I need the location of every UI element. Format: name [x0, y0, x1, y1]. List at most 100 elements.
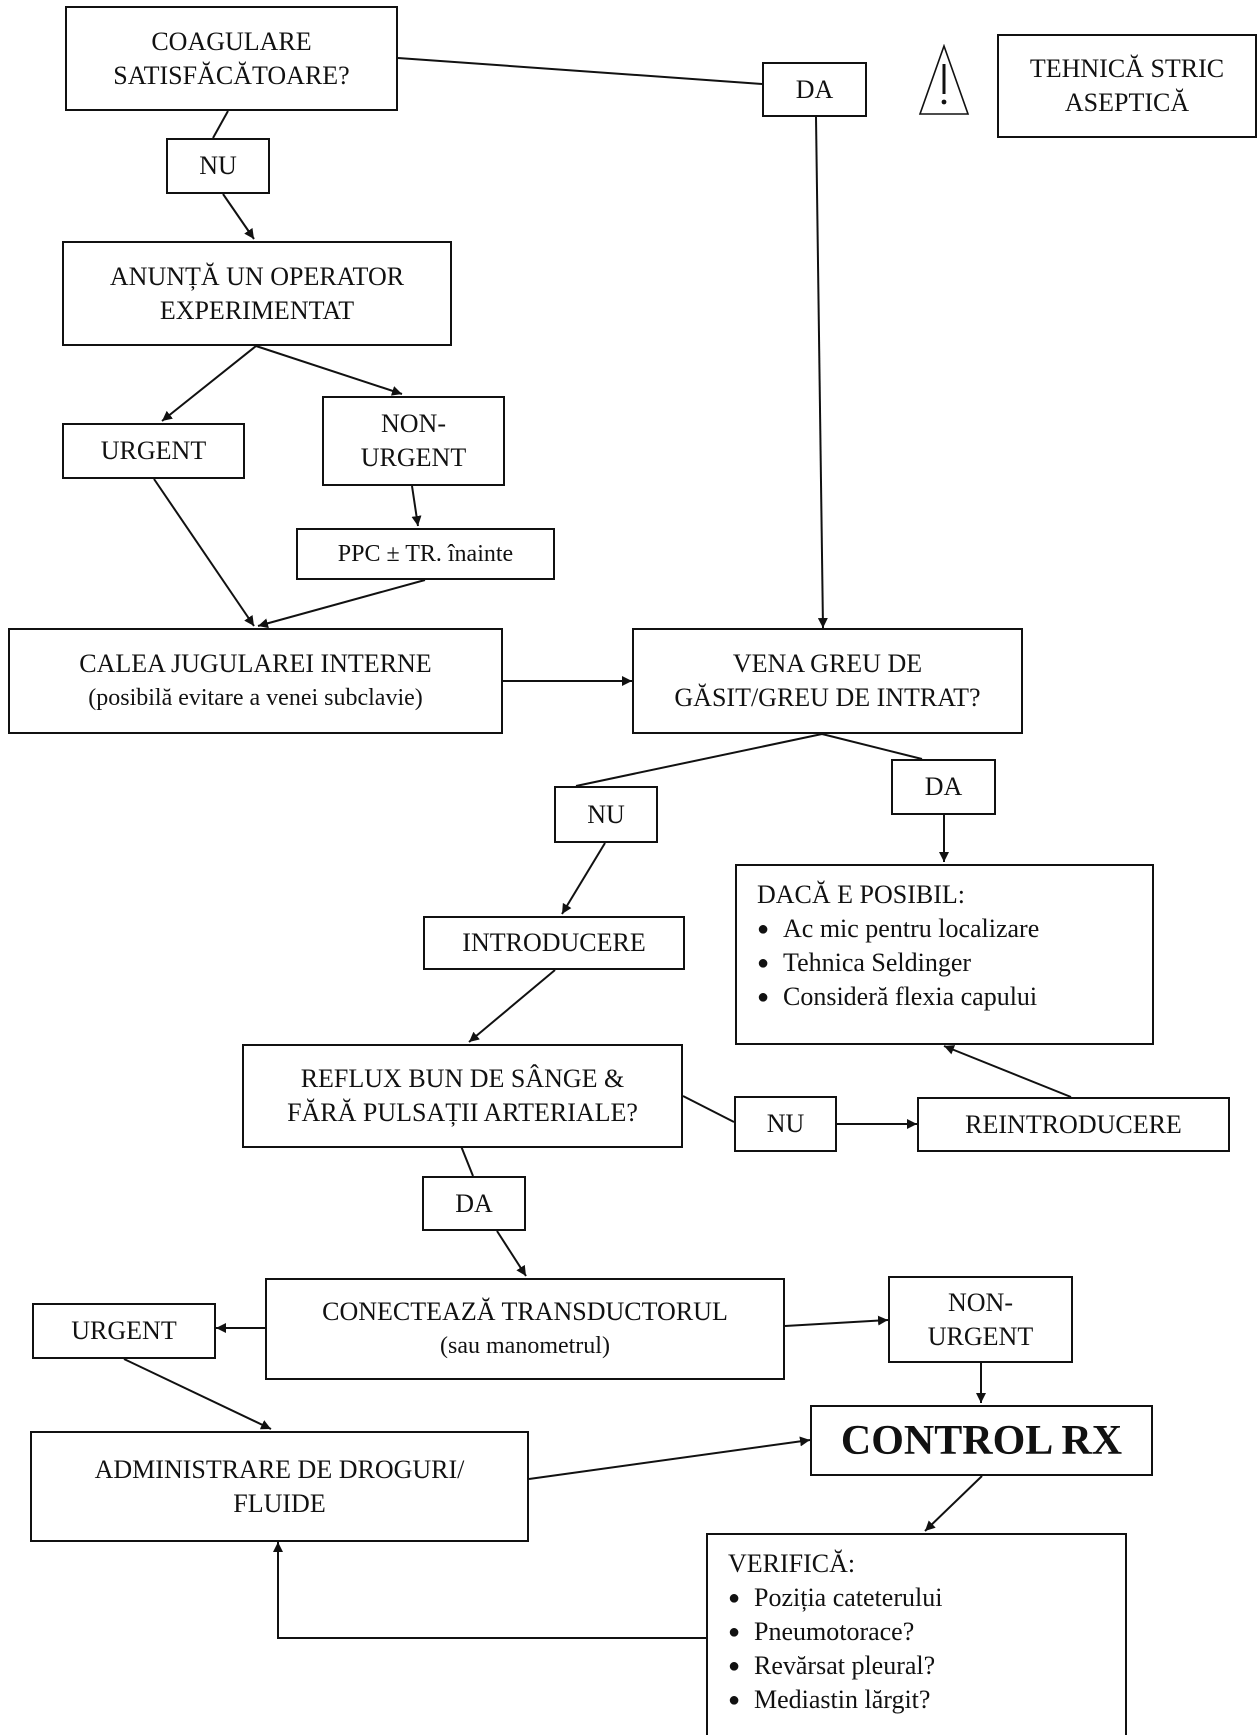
reflux-node: REFLUX BUN DE SÂNGE & FĂRĂ PULSAȚII ARTE…	[242, 1044, 683, 1148]
da-top-node: DA	[762, 62, 867, 117]
reintroducere-node: REINTRODUCERE	[917, 1097, 1230, 1152]
coagulare-node: COAGULARE SATISFĂCĂTOARE?	[65, 6, 398, 111]
bullet-icon: ●	[728, 1621, 741, 1643]
control-rx-node: CONTROL RX	[810, 1405, 1153, 1476]
verifica-item: ● Revărsat pleural?	[728, 1649, 942, 1683]
urgent-1-label: URGENT	[100, 436, 207, 465]
connector-urgent-calea	[153, 478, 255, 627]
conecteaza-node: CONECTEAZĂ TRANSDUCTORUL (sau manometrul…	[265, 1278, 785, 1380]
verifica-item: ● Poziția cateterului	[728, 1581, 942, 1615]
nu-reflux-label: NU	[766, 1109, 805, 1138]
connector-reflux-da	[460, 1145, 474, 1177]
tehnica-line-2: ASEPTICĂ	[1064, 88, 1190, 117]
tehnica-line-1: TEHNICĂ STRIC	[1029, 54, 1225, 83]
connector-nonurgent-ppc	[411, 485, 422, 527]
verifica-item: ●Pneumotorace?	[728, 1615, 942, 1649]
connector-nu-introducere	[561, 842, 606, 915]
connector-anunta-urgent	[161, 345, 257, 422]
warning-triangle-icon	[918, 44, 970, 115]
nu-reflux-node: NU	[734, 1096, 837, 1152]
urgent-2-label: URGENT	[71, 1316, 177, 1345]
connector-da-vena	[815, 116, 828, 629]
calea-line-1: CALEA JUGULAREI INTERNE	[79, 649, 432, 678]
daca-title: DACĂ E POSIBIL:	[757, 880, 966, 909]
conecteaza-line-2: (sau manometrul)	[440, 1333, 610, 1359]
verifica-item-label: Mediastin lărgit?	[754, 1685, 931, 1714]
non-urgent-1-line-2: URGENT	[360, 443, 467, 472]
anunta-node: ANUNȚĂ UN OPERATOR EXPERIMENTAT	[62, 241, 452, 346]
administrare-node: ADMINISTRARE DE DROGURI/ FLUIDE	[30, 1431, 529, 1542]
anunta-line-1: ANUNȚĂ UN OPERATOR	[109, 261, 405, 291]
reflux-line-2: FĂRĂ PULSAȚII ARTERIALE?	[287, 1098, 638, 1127]
non-urgent-2-line-1: NON-	[948, 1287, 1013, 1317]
ppc-node: PPC ± TR. înainte	[296, 528, 555, 580]
administrare-line-1: ADMINISTRARE DE DROGURI/	[94, 1454, 465, 1484]
connector-nu-anunta	[222, 193, 255, 240]
connector-da-conecteaza	[496, 1230, 527, 1277]
daca-list: ● Ac mic pentru localizare ● Tehnica Seldi…	[757, 912, 1039, 1014]
daca-item: ● Tehnica Seldinger	[757, 946, 1039, 980]
daca-item-label: Tehnica Seldinger	[783, 948, 972, 977]
connector-reintroducere-daca	[943, 1045, 1072, 1098]
calea-line-2: (posibilă evitare a venei subclavie)	[88, 685, 423, 711]
non-urgent-2-line-2: URGENT	[927, 1321, 1034, 1351]
calea-node: CALEA JUGULAREI INTERNE (posibilă evitar…	[8, 628, 503, 734]
connector-urgent-administrare	[123, 1358, 272, 1430]
nu-top-node: NU	[166, 138, 270, 194]
ppc-label: PPC ± TR. înainte	[337, 541, 514, 567]
nu-top-label: NU	[199, 151, 237, 180]
bullet-icon: ●	[757, 952, 770, 974]
bullet-icon: ●	[728, 1689, 741, 1711]
introducere-node: INTRODUCERE	[423, 916, 685, 970]
da-top-label: DA	[795, 74, 834, 104]
connector-vena-nu	[575, 733, 823, 787]
non-urgent-2-node: NON- URGENT	[888, 1276, 1073, 1363]
daca-item: ● Ac mic pentru localizare	[757, 912, 1039, 946]
da-reflux-label: DA	[455, 1188, 493, 1218]
verifica-node: VERIFICĂ: ● Poziția cateterului ●Pneumoto…	[706, 1533, 1127, 1735]
verifica-item: ● Mediastin lărgit?	[728, 1683, 942, 1717]
nu-mid-node: NU	[554, 786, 658, 843]
connector-verifica-administrare	[273, 1542, 706, 1639]
introducere-label: INTRODUCERE	[462, 928, 646, 957]
control-rx-label: CONTROL RX	[840, 1417, 1123, 1464]
da-reflux-node: DA	[422, 1176, 526, 1231]
coagulare-line-2: SATISFĂCĂTOARE?	[113, 60, 350, 90]
da-mid-label: DA	[924, 772, 963, 801]
connector-ppc-calea	[257, 579, 426, 629]
urgent-2-node: URGENT	[32, 1303, 216, 1359]
reflux-line-1: REFLUX BUN DE SÂNGE &	[300, 1064, 625, 1093]
connector-conecteaza-nonurgent	[784, 1315, 889, 1327]
vena-line-2: GĂSIT/GREU DE INTRAT?	[674, 683, 981, 712]
connector-coagulare-nu	[212, 110, 229, 139]
verifica-title: VERIFICĂ:	[728, 1549, 856, 1578]
daca-item: ●Consideră flexia capului	[757, 980, 1039, 1014]
verifica-item-label: Poziția cateterului	[754, 1583, 943, 1612]
verifica-item-label: Revărsat pleural?	[754, 1651, 936, 1680]
da-mid-node: DA	[891, 759, 996, 815]
tehnica-node: TEHNICĂ STRIC ASEPTICĂ	[997, 34, 1257, 138]
connector-coagulare-da	[397, 57, 763, 85]
verifica-list: ● Poziția cateterului ●Pneumotorace? ● Rev…	[728, 1581, 942, 1717]
daca-item-label: Ac mic pentru localizare	[783, 914, 1040, 943]
reintroducere-label: REINTRODUCERE	[965, 1109, 1182, 1139]
anunta-line-2: EXPERIMENTAT	[159, 295, 355, 325]
nu-mid-label: NU	[587, 799, 625, 829]
non-urgent-1-node: NON- URGENT	[322, 396, 505, 486]
connector-reflux-nu	[682, 1095, 735, 1123]
vena-line-1: VENA GREU DE	[732, 649, 923, 678]
bullet-icon: ●	[728, 1655, 741, 1677]
daca-node: DACĂ E POSIBIL: ● Ac mic pentru localizar…	[735, 864, 1154, 1045]
administrare-line-2: FLUIDE	[233, 1488, 326, 1518]
connector-vena-da	[821, 733, 923, 760]
bullet-icon: ●	[757, 986, 770, 1008]
connector-introducere-reflux	[468, 969, 556, 1043]
connector-control-verifica	[924, 1475, 983, 1532]
vena-node: VENA GREU DE GĂSIT/GREU DE INTRAT?	[632, 628, 1023, 734]
bullet-icon: ●	[728, 1587, 741, 1609]
conecteaza-line-1: CONECTEAZĂ TRANSDUCTORUL	[322, 1297, 728, 1326]
urgent-1-node: URGENT	[62, 423, 245, 479]
bullet-icon: ●	[757, 918, 770, 940]
